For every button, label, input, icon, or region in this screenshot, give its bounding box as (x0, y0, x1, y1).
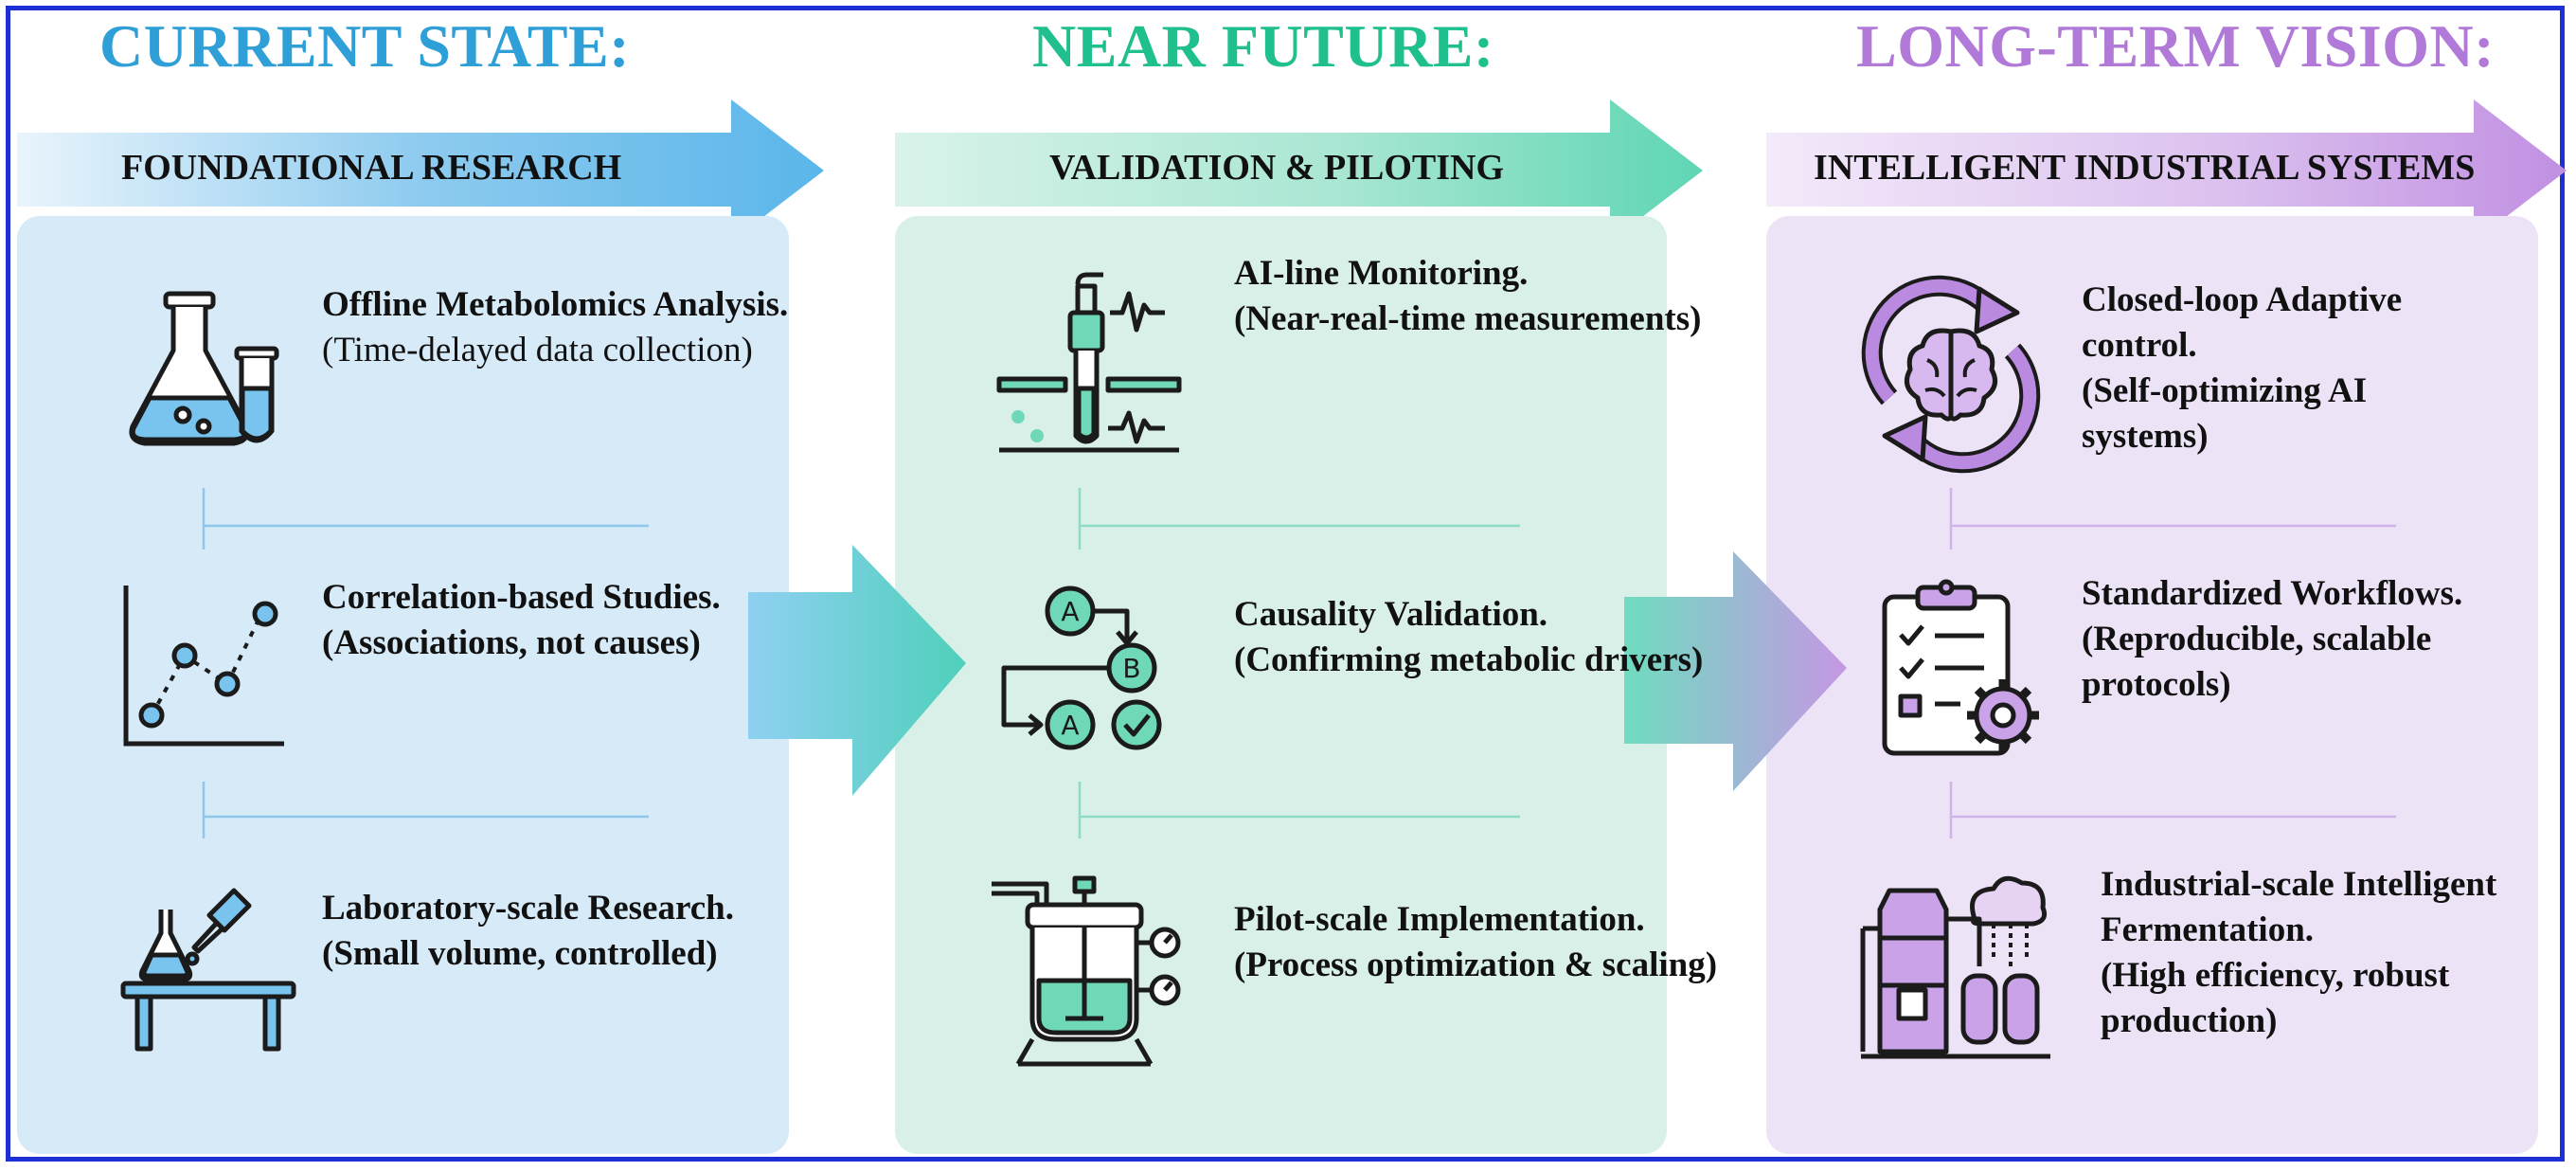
band-label-current: FOUNDATIONAL RESEARCH (121, 148, 622, 188)
item-title: Pilot-scale Implementation. (1234, 900, 1645, 939)
item-title: Laboratory-scale Research. (322, 889, 734, 928)
item-offline-metabolomics: Offline Metabolomics Analysis. (Time-del… (322, 282, 852, 373)
band-arrow-current (17, 99, 824, 242)
svg-text:A: A (1061, 710, 1079, 741)
item-standardized-workflows: Standardized Workflows. (Reproducible, s… (2082, 571, 2479, 708)
item-ai-line-monitoring: AI-line Monitoring. (Near-real-time meas… (1234, 251, 1764, 342)
panel-near-future (895, 216, 1667, 1154)
item-laboratory-research: Laboratory-scale Research. (Small volume… (322, 886, 852, 977)
band-arrow-long (1766, 99, 2567, 242)
inline-sensor-probe-icon (996, 272, 1182, 453)
item-subtitle: (Near-real-time measurements) (1234, 299, 1702, 338)
item-title: Standardized Workflows. (2082, 574, 2463, 613)
svg-text:A: A (1061, 596, 1079, 627)
item-subtitle: (Time-delayed data collection) (322, 331, 753, 369)
item-title: AI-line Monitoring. (1234, 254, 1529, 293)
item-correlation-studies: Correlation-based Studies. (Associations… (322, 575, 852, 666)
brain-cycle-icon (1861, 275, 2041, 474)
transition-arrow-2 (1624, 551, 1847, 791)
item-causality-validation: Causality Validation. (Confirming metabo… (1234, 592, 1764, 683)
phase-title-long: LONG-TERM VISION: (1856, 12, 2496, 80)
item-closed-loop-control: Closed-loop Adaptive control. (Self-opti… (2082, 278, 2404, 459)
band-label-near: VALIDATION & PILOTING (1049, 148, 1505, 188)
item-subtitle: (Small volume, controlled) (322, 934, 718, 973)
item-title: Causality Validation. (1234, 595, 1548, 634)
item-title: Industrial-scale Intelligent Fermentatio… (2101, 865, 2497, 949)
phase-title-near: NEAR FUTURE: (1032, 12, 1494, 80)
phase-title-current: CURRENT STATE: (99, 12, 630, 80)
item-industrial-fermentation: Industrial-scale Intelligent Fermentatio… (2101, 862, 2546, 1044)
causal-flow-icon: A B A (1001, 586, 1162, 750)
transition-arrow-1 (748, 545, 966, 796)
item-subtitle: (High efficiency, robust production) (2101, 956, 2450, 1040)
clipboard-gear-icon (1882, 579, 2039, 756)
diagram-frame (6, 6, 2565, 1162)
item-subtitle: (Confirming metabolic drivers) (1234, 640, 1704, 679)
band-arrows (17, 99, 2567, 242)
pilot-bioreactor-icon (992, 875, 1181, 1067)
item-subtitle: (Associations, not causes) (322, 623, 701, 662)
item-title: Closed-loop Adaptive control. (2082, 280, 2403, 365)
band-arrow-near (895, 99, 1703, 242)
item-title: Correlation-based Studies. (322, 578, 721, 617)
item-title: Offline Metabolomics Analysis. (322, 285, 789, 324)
band-label-long: INTELLIGENT INDUSTRIAL SYSTEMS (1814, 148, 2476, 188)
industrial-fermenter-cloud-icon (1860, 875, 2050, 1059)
lab-bench-dropper-icon (120, 888, 296, 1052)
lab-flask-icon (129, 291, 279, 446)
svg-text:B: B (1122, 653, 1140, 684)
item-subtitle: (Process optimization & scaling) (1234, 946, 1718, 984)
scatter-plot-icon (123, 586, 284, 747)
item-subtitle: (Reproducible, scalable protocols) (2082, 620, 2432, 704)
item-pilot-scale: Pilot-scale Implementation. (Process opt… (1234, 897, 1764, 988)
item-subtitle: (Self-optimizing AI systems) (2082, 371, 2368, 456)
